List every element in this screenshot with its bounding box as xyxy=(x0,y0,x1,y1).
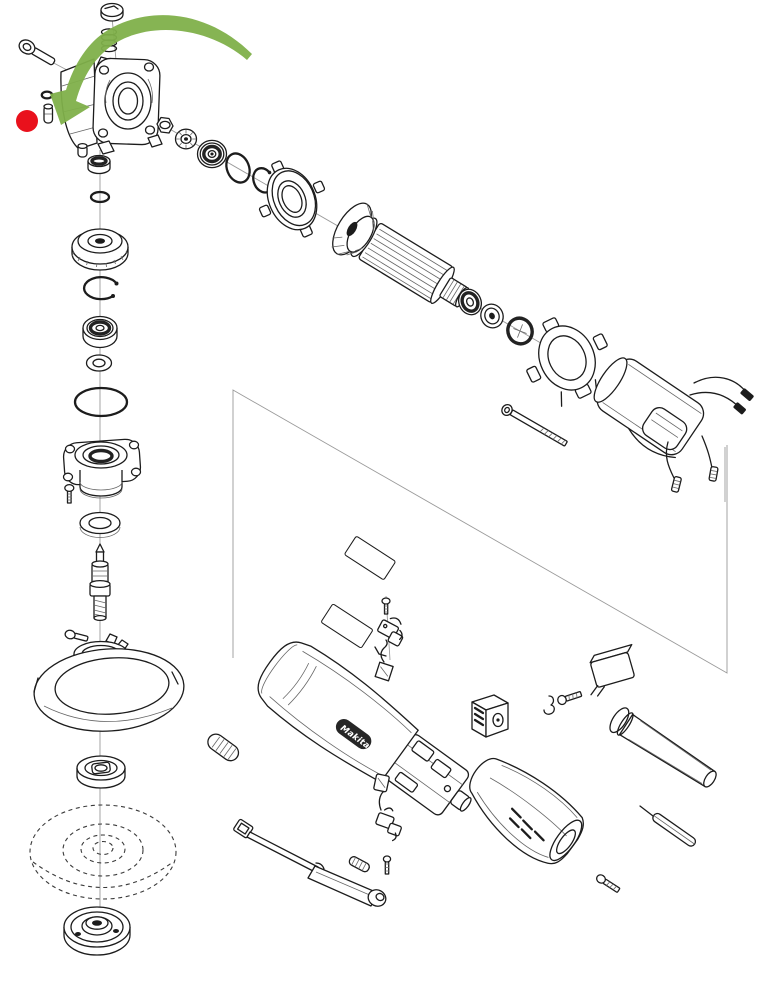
brush-holder xyxy=(377,617,404,647)
rear-cover-screw xyxy=(595,874,621,893)
ball-bearing-front xyxy=(196,139,228,169)
spiral-bevel-gear xyxy=(331,202,375,256)
name-plate xyxy=(344,536,396,580)
labyrinth-ring xyxy=(87,154,111,175)
felt-washer xyxy=(79,511,121,538)
o-ring-spindle xyxy=(89,190,111,204)
o-ring-large xyxy=(73,386,129,418)
side-handle-grip xyxy=(609,707,717,788)
hex-nut xyxy=(156,116,174,134)
cord-sleeve xyxy=(639,805,697,847)
lead-wires xyxy=(665,376,754,493)
switch-lever xyxy=(233,818,387,907)
motor-housing: Makita xyxy=(257,641,472,816)
wheel-guard xyxy=(33,640,185,732)
ball-bearing-spindle xyxy=(82,315,118,349)
click-target-dot xyxy=(16,110,38,132)
brush-holder-cap xyxy=(373,773,390,793)
panel-outline xyxy=(232,389,728,674)
bearing-box-screw xyxy=(64,483,75,504)
makita-badge xyxy=(335,719,372,750)
spiral-bevel-gear-large xyxy=(71,228,129,271)
spindle xyxy=(89,543,111,622)
capacitor xyxy=(589,643,635,697)
retaining-ring-spindle xyxy=(82,276,119,301)
baffle-plate xyxy=(258,160,326,238)
field-stator xyxy=(593,357,754,493)
ball-bearing-rear xyxy=(480,303,504,329)
shaft-lock-pin xyxy=(43,103,54,124)
click-indicator-arrow xyxy=(50,15,252,125)
holder-hook xyxy=(374,646,387,657)
depressed-center-wheel xyxy=(29,804,177,900)
flat-washer xyxy=(457,288,483,316)
flat-washer-spindle xyxy=(85,354,113,372)
long-pan-head-screw xyxy=(501,403,568,447)
carbon-brush xyxy=(374,639,394,682)
bearing-retainer xyxy=(526,317,608,407)
sleeve-bushing xyxy=(77,142,88,158)
clamp-screw xyxy=(64,629,89,642)
switch-block xyxy=(471,694,509,738)
pinion-gear xyxy=(174,128,198,150)
lever-spring xyxy=(348,856,370,873)
brush-holder-lower xyxy=(375,789,402,842)
lock-button-cap xyxy=(100,2,124,22)
o-ring xyxy=(225,152,251,184)
bearing-box xyxy=(62,438,142,499)
inner-flange xyxy=(76,755,126,789)
tapping-screw xyxy=(557,691,583,706)
pan-head-screw-small xyxy=(381,597,391,615)
insulating-ring xyxy=(506,316,534,346)
lever-screw xyxy=(382,855,392,875)
rear-cover xyxy=(469,758,584,865)
lock-nut xyxy=(63,906,131,956)
contact-clip xyxy=(543,695,555,715)
slide-switch-knob xyxy=(207,733,240,762)
caution-label xyxy=(321,603,373,649)
hex-bolt xyxy=(18,39,56,66)
